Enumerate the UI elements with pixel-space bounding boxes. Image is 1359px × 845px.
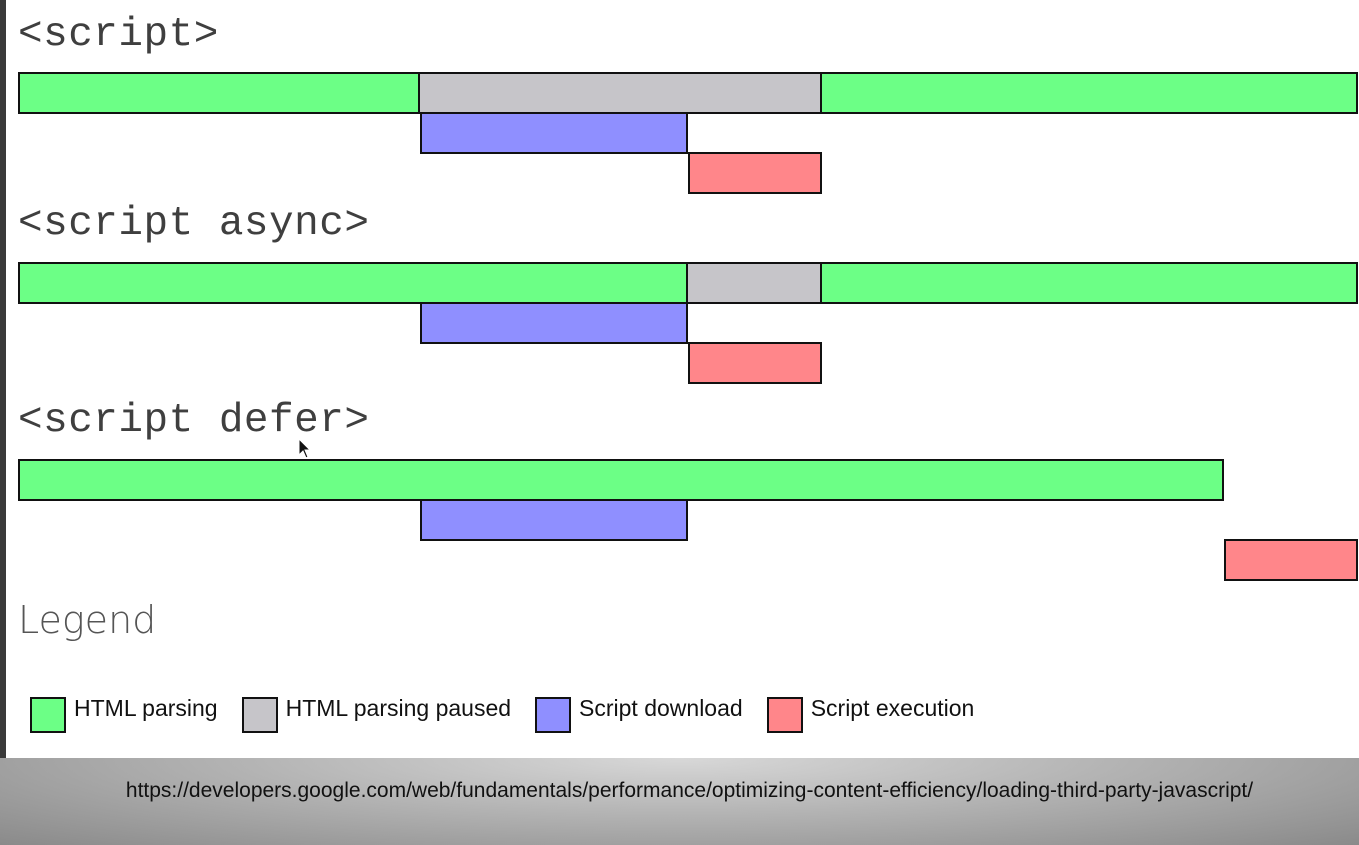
section-title: <script defer> bbox=[18, 398, 370, 444]
legend-title: Legend bbox=[18, 598, 157, 642]
section-title: <script> bbox=[18, 12, 219, 58]
source-url[interactable]: https://developers.google.com/web/fundam… bbox=[125, 779, 1254, 802]
legend-item-parsing: HTML parsing bbox=[30, 694, 218, 733]
legend-swatch bbox=[30, 697, 66, 733]
bar-paused bbox=[686, 262, 822, 304]
bar-execution bbox=[688, 342, 822, 384]
bar-execution bbox=[688, 152, 822, 194]
bar-parsing bbox=[18, 72, 420, 114]
legend-swatch bbox=[766, 697, 803, 733]
bar-parsing bbox=[820, 262, 1358, 304]
section-title: <script async> bbox=[18, 201, 370, 247]
legend-swatch bbox=[535, 697, 572, 733]
legend-label: Script execution bbox=[810, 695, 975, 721]
bar-parsing bbox=[18, 262, 688, 304]
legend-label: Script download bbox=[579, 695, 743, 721]
legend-label: HTML parsing paused bbox=[285, 695, 512, 721]
legend-item-paused: HTML parsing paused bbox=[241, 694, 512, 733]
mouse-cursor-icon bbox=[298, 438, 312, 459]
legend-item-download: Script download bbox=[535, 694, 743, 733]
bar-execution bbox=[1224, 539, 1358, 581]
bar-parsing bbox=[18, 459, 1224, 501]
legend: HTML parsing HTML parsing paused Script do… bbox=[30, 694, 998, 736]
bar-download bbox=[420, 499, 688, 541]
bar-parsing bbox=[820, 72, 1358, 114]
bar-download bbox=[420, 112, 688, 154]
bar-paused bbox=[418, 72, 822, 114]
bar-download bbox=[420, 302, 688, 344]
legend-label: HTML parsing bbox=[74, 695, 218, 721]
window-left-edge bbox=[0, 0, 6, 760]
legend-item-execution: Script execution bbox=[766, 694, 975, 733]
source-footer: https://developers.google.com/web/fundam… bbox=[0, 758, 1359, 845]
legend-swatch bbox=[241, 697, 278, 733]
